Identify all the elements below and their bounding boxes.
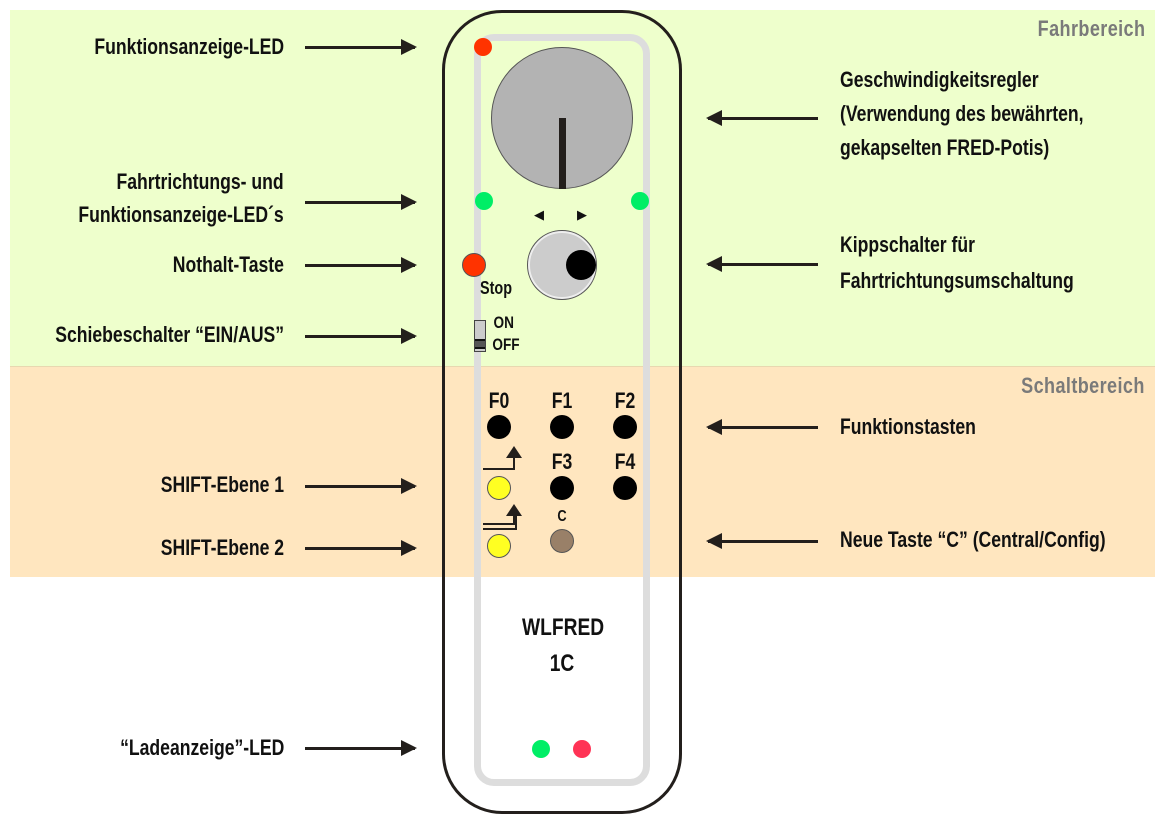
label-slide-switch: Schiebeschalter “EIN/AUS” [55, 322, 284, 347]
arrow-c-key [706, 533, 818, 549]
function-key-f1[interactable] [550, 415, 574, 439]
label-c-key: Neue Taste “C” (Central/Config) [840, 527, 1106, 552]
shift-2-icon [483, 504, 522, 530]
label-speed-controller-line2: (Verwendung des bewährten, [840, 101, 1084, 126]
switch-off-label: OFF [492, 335, 520, 354]
arrow-function-led [305, 39, 417, 55]
label-shift-2: SHIFT-Ebene 2 [160, 535, 284, 560]
label-speed-controller-line1: Geschwindigkeitsregler [840, 67, 1039, 92]
device-name-line2: 1C [549, 650, 575, 677]
direction-led-left [475, 192, 493, 210]
shift-1-button[interactable] [487, 476, 511, 500]
arrow-slide-switch [305, 328, 417, 344]
direction-left-icon: ◀ [534, 207, 544, 222]
key-label-f3: F3 [551, 449, 573, 474]
function-key-f3[interactable] [550, 476, 574, 500]
label-function-led: Funktionsanzeige-LED [94, 34, 284, 59]
power-slide-switch[interactable] [474, 320, 486, 352]
direction-right-icon: ▶ [577, 207, 587, 222]
function-key-f4[interactable] [613, 476, 637, 500]
key-label-f1: F1 [551, 388, 573, 413]
label-direction-leds: Fahrtrichtungs- und Funktionsanzeige-LED… [79, 165, 284, 231]
c-key-button[interactable] [550, 529, 574, 553]
label-toggle-switch-line1: Kippschalter für [840, 232, 975, 257]
direction-led-right [631, 192, 649, 210]
label-charge-led: “Ladeanzeige”-LED [119, 735, 284, 760]
key-label-f4: F4 [614, 449, 636, 474]
speed-knob-indicator [559, 118, 566, 189]
label-shift-1: SHIFT-Ebene 1 [160, 472, 284, 497]
device-name-line1: WLFRED [522, 614, 605, 641]
wlfred-device-outline [442, 10, 682, 814]
label-speed-controller-line3: gekapselten FRED-Potis) [840, 135, 1050, 160]
arrow-shift-1 [305, 478, 417, 494]
emergency-stop-button[interactable] [462, 253, 486, 277]
function-key-f2[interactable] [613, 415, 637, 439]
function-led [474, 38, 492, 56]
function-key-f0[interactable] [487, 415, 511, 439]
stop-label: Stop [480, 278, 512, 298]
switch-zone: Schaltbereich [10, 367, 1155, 577]
arrow-emergency-stop [305, 257, 417, 273]
label-toggle-switch-line2: Fahrtrichtungsumschaltung [840, 268, 1074, 293]
key-label-f2: F2 [614, 388, 636, 413]
arrow-function-keys [706, 419, 818, 435]
label-direction-leds-line2: Funktionsanzeige-LED´s [78, 202, 284, 227]
slide-switch-knob [475, 339, 485, 349]
shift-1-icon [483, 446, 522, 470]
direction-toggle-switch[interactable] [528, 231, 596, 299]
switch-on-label: ON [493, 313, 514, 332]
label-direction-leds-line1: Fahrtrichtungs- und [116, 169, 284, 194]
label-toggle-switch: Kippschalter für Fahrtrichtungsumschaltu… [840, 227, 1074, 299]
switch-zone-title: Schaltbereich [1021, 373, 1145, 398]
label-function-keys: Funktionstasten [840, 414, 976, 439]
wlfred-device-frame [474, 34, 650, 786]
arrow-toggle-switch [706, 256, 818, 272]
drive-zone-title: Fahrbereich [1037, 16, 1145, 41]
charge-led-red [573, 740, 591, 758]
device-name: WLFRED 1C [522, 610, 605, 682]
shift-2-button[interactable] [487, 534, 511, 558]
label-emergency-stop: Nothalt-Taste [172, 252, 284, 277]
arrow-charge-led [305, 740, 417, 756]
arrow-shift-2 [305, 540, 417, 556]
key-label-c: C [557, 508, 567, 525]
direction-toggle-lever [566, 250, 596, 280]
speed-knob[interactable] [491, 47, 633, 189]
arrow-speed-controller [706, 110, 818, 126]
key-label-f0: F0 [488, 388, 510, 413]
charge-led-green [532, 740, 550, 758]
arrow-direction-leds [305, 194, 417, 210]
label-speed-controller: Geschwindigkeitsregler (Verwendung des b… [840, 63, 1084, 165]
